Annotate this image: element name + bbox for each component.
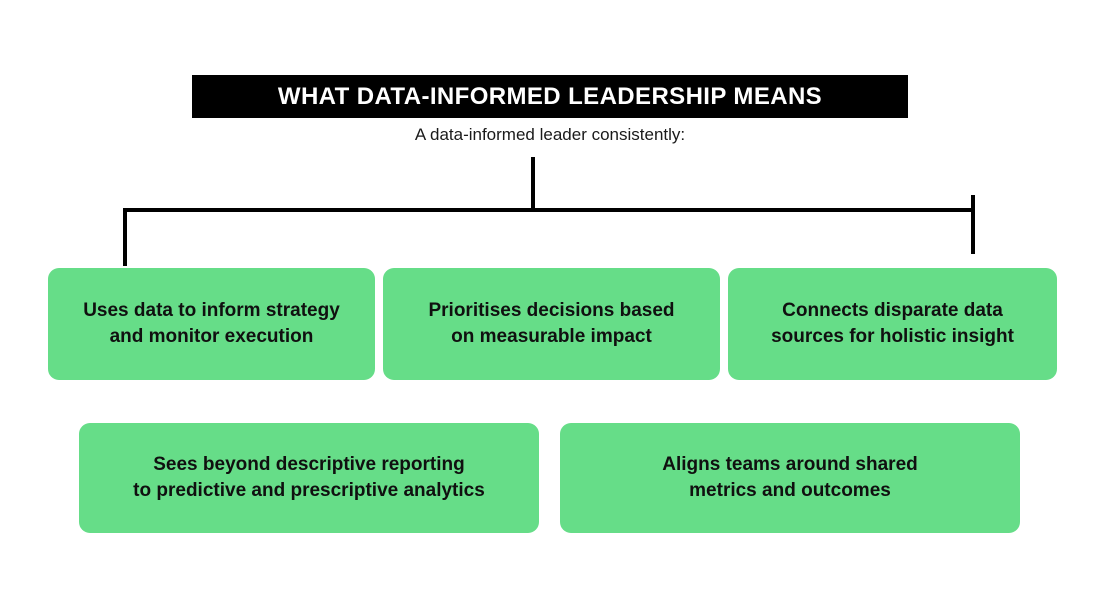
title-banner: WHAT DATA-INFORMED LEADERSHIP MEANS [192, 75, 908, 118]
card-label: Prioritises decisions based on measurabl… [428, 299, 675, 347]
page-title: WHAT DATA-INFORMED LEADERSHIP MEANS [277, 82, 823, 110]
card-row2-item1[interactable]: Sees beyond descriptive reporting to pre… [79, 423, 539, 533]
card-label: Uses data to inform strategy and monitor… [83, 299, 340, 347]
card-row1-item2[interactable]: Prioritises decisions based on measurabl… [383, 268, 720, 380]
subtitle-text: A data-informed leader consistently: [414, 125, 686, 144]
card-label: Connects disparate data sources for holi… [771, 299, 1014, 347]
card-label: Sees beyond descriptive reporting to pre… [133, 453, 485, 501]
card-row1-item1[interactable]: Uses data to inform strategy and monitor… [48, 268, 375, 380]
card-label: Aligns teams around shared metrics and o… [662, 453, 918, 501]
card-row2-item2[interactable]: Aligns teams around shared metrics and o… [560, 423, 1020, 533]
card-row1-item3[interactable]: Connects disparate data sources for holi… [728, 268, 1057, 380]
